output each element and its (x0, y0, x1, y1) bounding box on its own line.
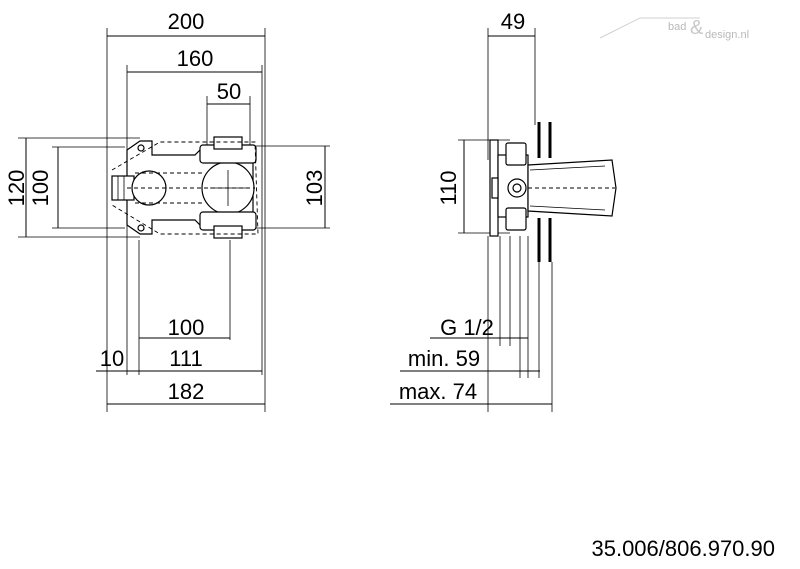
dim-label-110: 110 (436, 170, 461, 205)
dim-label-100-bottom: 100 (168, 315, 205, 340)
dim-label-10: 10 (100, 346, 124, 371)
dim-label-50: 50 (217, 79, 241, 104)
dim-label-103: 103 (302, 170, 327, 207)
watermark-logo: bad & design.nl (599, 17, 749, 41)
watermark-text-left: bad (668, 21, 686, 33)
watermark-text-right: design.nl (705, 29, 749, 41)
dim-label-111: 111 (169, 346, 202, 371)
dim-label-160: 160 (177, 46, 214, 71)
label-depth-min: min. 59 (408, 346, 480, 371)
article-number: 35.006/806.970.90 (591, 536, 775, 561)
watermark-amp: & (690, 17, 704, 39)
label-thread-size: G 1/2 (440, 315, 494, 340)
dim-label-49: 49 (501, 9, 525, 34)
label-depth-max: max. 74 (399, 379, 477, 404)
dim-label-100-vertical: 100 (28, 170, 53, 207)
front-view (18, 28, 330, 412)
side-view (390, 28, 617, 412)
dim-label-200: 200 (168, 9, 205, 34)
dim-label-120: 120 (4, 170, 29, 207)
dim-label-182: 182 (168, 379, 205, 404)
